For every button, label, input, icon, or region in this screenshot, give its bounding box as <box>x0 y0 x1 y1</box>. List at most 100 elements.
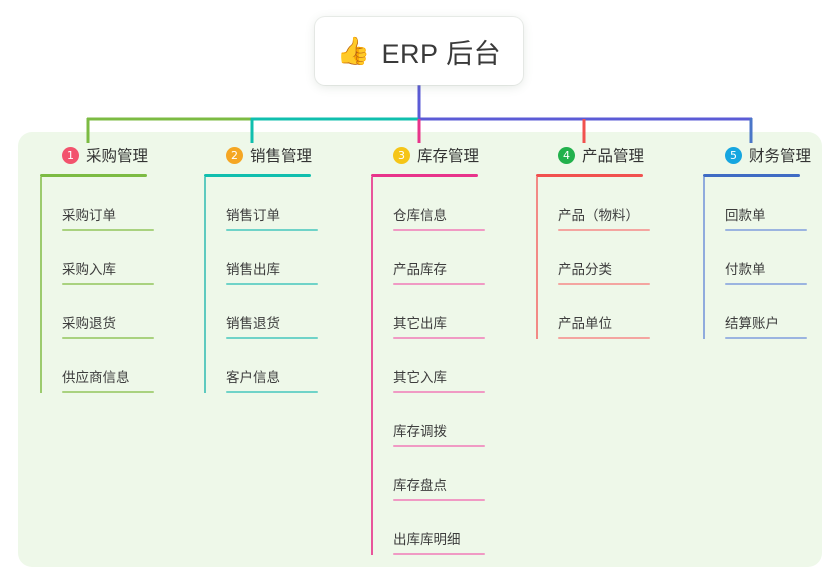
list-item-label: 付款单 <box>725 261 766 277</box>
column-title-3: 库存管理 <box>417 148 480 165</box>
column-items-3: 仓库信息产品库存其它出库其它入库库存调拨库存盘点出库库明细 <box>371 176 521 555</box>
list-item-label: 产品库存 <box>393 261 447 277</box>
column-header-rule-5 <box>703 174 800 177</box>
list-item-label: 产品（物料） <box>558 207 639 223</box>
list-item-label: 其它入库 <box>393 369 447 385</box>
column-1: 1 采购管理采购订单采购入库采购退货供应商信息 <box>40 142 190 393</box>
list-item-rule <box>393 390 485 393</box>
list-item-rule <box>226 390 318 393</box>
list-item-rule <box>393 336 485 339</box>
list-item-rule <box>393 498 485 501</box>
list-item[interactable]: 产品库存 <box>371 231 521 285</box>
column-header-rule-3 <box>371 174 478 177</box>
list-item-rule <box>226 282 318 285</box>
list-item[interactable]: 库存调拨 <box>371 393 521 447</box>
column-items-1: 采购订单采购入库采购退货供应商信息 <box>40 176 190 393</box>
column-header-1[interactable]: 1 采购管理 <box>40 142 190 168</box>
list-item-rule <box>725 228 807 231</box>
column-badge-5: 5 <box>725 146 742 164</box>
column-header-4[interactable]: 4 产品管理 <box>536 142 686 168</box>
list-item[interactable]: 仓库信息 <box>371 177 521 231</box>
list-item-label: 采购退货 <box>62 315 116 331</box>
list-item-label: 采购订单 <box>62 207 116 223</box>
list-item-rule <box>226 336 318 339</box>
list-item[interactable]: 其它出库 <box>371 285 521 339</box>
list-item-label: 库存调拨 <box>393 423 447 439</box>
list-item-label: 采购入库 <box>62 261 116 277</box>
column-badge-2: 2 <box>226 146 243 164</box>
list-item-rule <box>62 282 154 285</box>
list-item[interactable]: 销售退货 <box>204 285 354 339</box>
list-item-label: 其它出库 <box>393 315 447 331</box>
root-node-content: 👍 ERP 后台 <box>337 32 501 71</box>
root-title: ERP 后台 <box>381 38 502 69</box>
list-item[interactable]: 付款单 <box>703 231 839 285</box>
list-item-label: 仓库信息 <box>393 207 447 223</box>
column-items-5: 回款单付款单结算账户 <box>703 176 839 339</box>
list-item[interactable]: 销售订单 <box>204 177 354 231</box>
column-header-rule-2 <box>204 174 311 177</box>
list-item-label: 结算账户 <box>725 315 779 331</box>
column-header-2[interactable]: 2 销售管理 <box>204 142 354 168</box>
list-item[interactable]: 回款单 <box>703 177 839 231</box>
column-items-4: 产品（物料） 产品分类产品单位 <box>536 176 686 339</box>
list-item[interactable]: 出库库明细 <box>371 501 521 555</box>
list-item[interactable]: 采购订单 <box>40 177 190 231</box>
list-item-rule <box>226 228 318 231</box>
list-item-rule <box>393 282 485 285</box>
column-header-5[interactable]: 5 财务管理 <box>703 142 839 168</box>
column-badge-4: 4 <box>558 146 575 164</box>
list-item[interactable]: 销售出库 <box>204 231 354 285</box>
column-4: 4 产品管理产品（物料） 产品分类产品单位 <box>536 142 686 339</box>
column-header-rule-1 <box>40 174 147 177</box>
list-item[interactable]: 客户信息 <box>204 339 354 393</box>
list-item[interactable]: 产品分类 <box>536 231 686 285</box>
list-item-rule <box>558 228 650 231</box>
list-item-label: 销售订单 <box>226 207 280 223</box>
column-title-4: 产品管理 <box>582 148 645 165</box>
list-item-label: 供应商信息 <box>62 369 130 385</box>
list-item[interactable]: 采购入库 <box>40 231 190 285</box>
list-item[interactable]: 产品单位 <box>536 285 686 339</box>
main-panel <box>18 132 822 567</box>
column-spine-5 <box>703 176 705 339</box>
list-item[interactable]: 供应商信息 <box>40 339 190 393</box>
list-item-rule <box>725 282 807 285</box>
column-spine-4 <box>536 176 538 339</box>
list-item-label: 销售出库 <box>226 261 280 277</box>
column-title-5: 财务管理 <box>749 148 812 165</box>
list-item[interactable]: 其它入库 <box>371 339 521 393</box>
column-spine-3 <box>371 176 373 555</box>
column-badge-1: 1 <box>62 146 79 164</box>
list-item-rule <box>725 336 807 339</box>
list-item-label: 产品单位 <box>558 315 612 331</box>
list-item-rule <box>62 336 154 339</box>
column-spine-1 <box>40 176 42 393</box>
root-node-card[interactable]: 👍 ERP 后台 <box>315 17 523 85</box>
column-5: 5 财务管理回款单付款单结算账户 <box>703 142 839 339</box>
list-item-label: 客户信息 <box>226 369 280 385</box>
list-item-rule <box>393 444 485 447</box>
list-item-rule <box>393 228 485 231</box>
list-item[interactable]: 产品（物料） <box>536 177 686 231</box>
list-item-label: 库存盘点 <box>393 477 447 493</box>
column-title-1: 采购管理 <box>86 148 149 165</box>
list-item-rule <box>393 552 485 555</box>
column-title-2: 销售管理 <box>250 148 313 165</box>
column-header-rule-4 <box>536 174 643 177</box>
list-item[interactable]: 结算账户 <box>703 285 839 339</box>
list-item-label: 产品分类 <box>558 261 612 277</box>
list-item-rule <box>62 228 154 231</box>
list-item-label: 回款单 <box>725 207 766 223</box>
list-item[interactable]: 库存盘点 <box>371 447 521 501</box>
list-item[interactable]: 采购退货 <box>40 285 190 339</box>
column-items-2: 销售订单销售出库销售退货客户信息 <box>204 176 354 393</box>
column-2: 2 销售管理销售订单销售出库销售退货客户信息 <box>204 142 354 393</box>
list-item-label: 出库库明细 <box>393 531 461 547</box>
list-item-rule <box>558 282 650 285</box>
list-item-rule <box>558 336 650 339</box>
column-spine-2 <box>204 176 206 393</box>
list-item-label: 销售退货 <box>226 315 280 331</box>
